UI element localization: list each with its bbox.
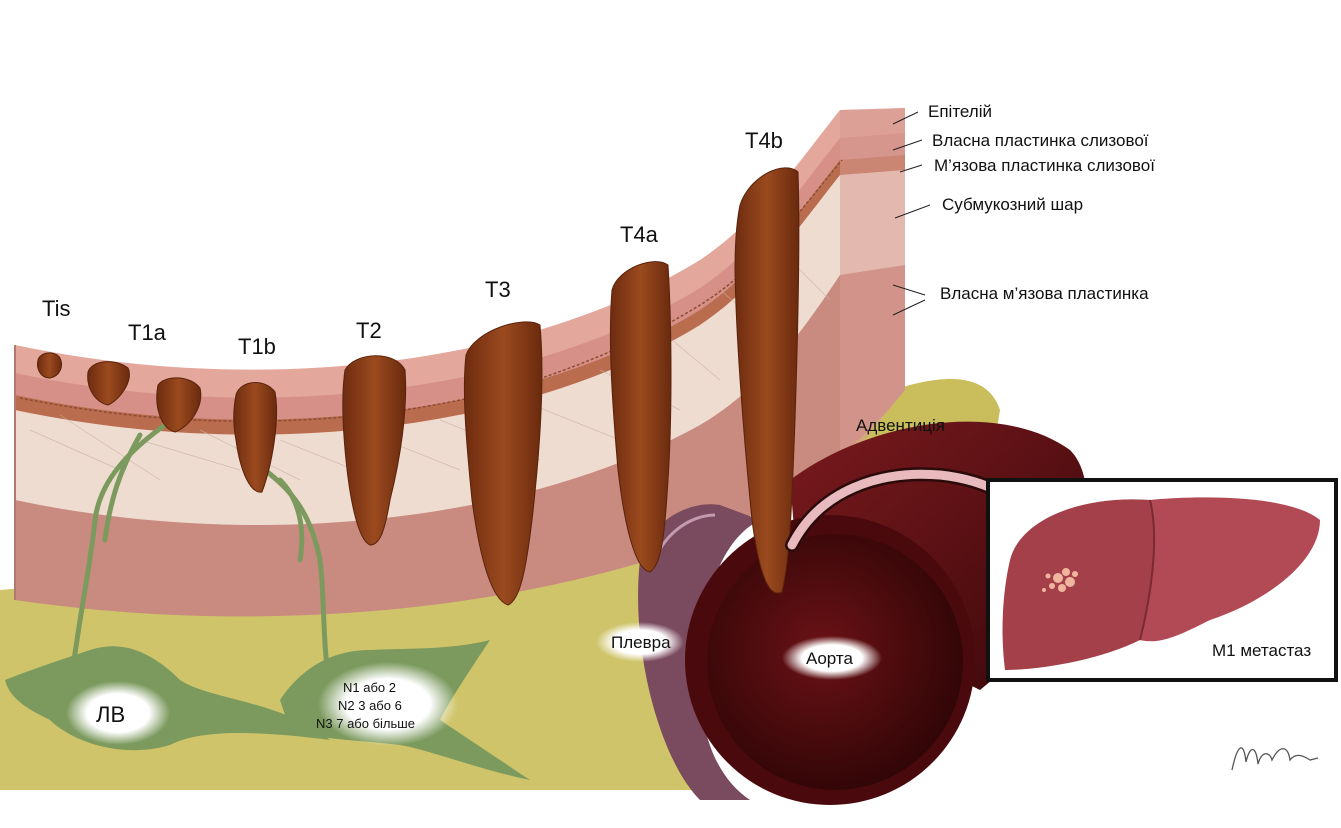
stage-label-t4b: T4b	[745, 128, 783, 153]
n-stage-label-n3: N3 7 або більше	[316, 716, 415, 731]
metastasis-lesion	[1042, 568, 1078, 592]
tumor-t4a	[609, 261, 672, 573]
stage-label-t2: T2	[356, 318, 382, 343]
layer-label-submucosa: Субмукозний шар	[942, 195, 1083, 214]
aorta-label: Аорта	[806, 649, 853, 668]
pleura-label: Плевра	[611, 633, 671, 652]
artist-signature	[1231, 747, 1319, 771]
layer-leader-lines	[892, 111, 931, 316]
n-stage-label-n1: N1 або 2	[343, 680, 396, 695]
stage-label-t1a: T1a	[128, 320, 167, 345]
liver-right-lobe	[1002, 499, 1155, 670]
layer-label-epithelium: Епітелій	[928, 102, 992, 121]
stage-label-tis: Tis	[42, 296, 71, 321]
adventitia-label: Адвентиція	[856, 416, 945, 435]
tumor-t1a	[87, 361, 130, 406]
layer-label-lamina-propria: Власна пластинка слизової	[932, 131, 1149, 150]
tumor-t1b	[233, 382, 278, 493]
lymph-node-label: ЛВ	[96, 702, 125, 727]
wall-end-face	[840, 108, 905, 470]
tumor-t2	[342, 355, 407, 546]
metastasis-label: M1 метастаз	[1212, 641, 1311, 660]
layer-label-muscularis-propria: Власна м’язова пластинка	[940, 284, 1149, 303]
tumor-t4b	[734, 167, 800, 594]
liver	[1002, 497, 1320, 670]
n-stage-label-n2: N2 3 або 6	[338, 698, 402, 713]
layer-label-muscularis-mucosae: М’язова пластинка слизової	[934, 156, 1155, 175]
stage-label-t3: T3	[485, 277, 511, 302]
liver-left-lobe	[1140, 497, 1320, 642]
lymphatic-channels	[67, 422, 333, 693]
stage-label-t4a: T4a	[620, 222, 659, 247]
tumor-t3	[463, 321, 543, 606]
tumor-tis	[37, 352, 63, 379]
tumors	[37, 167, 800, 606]
stage-label-t1b: T1b	[238, 334, 276, 359]
tumor-t1b-upper	[156, 377, 202, 433]
